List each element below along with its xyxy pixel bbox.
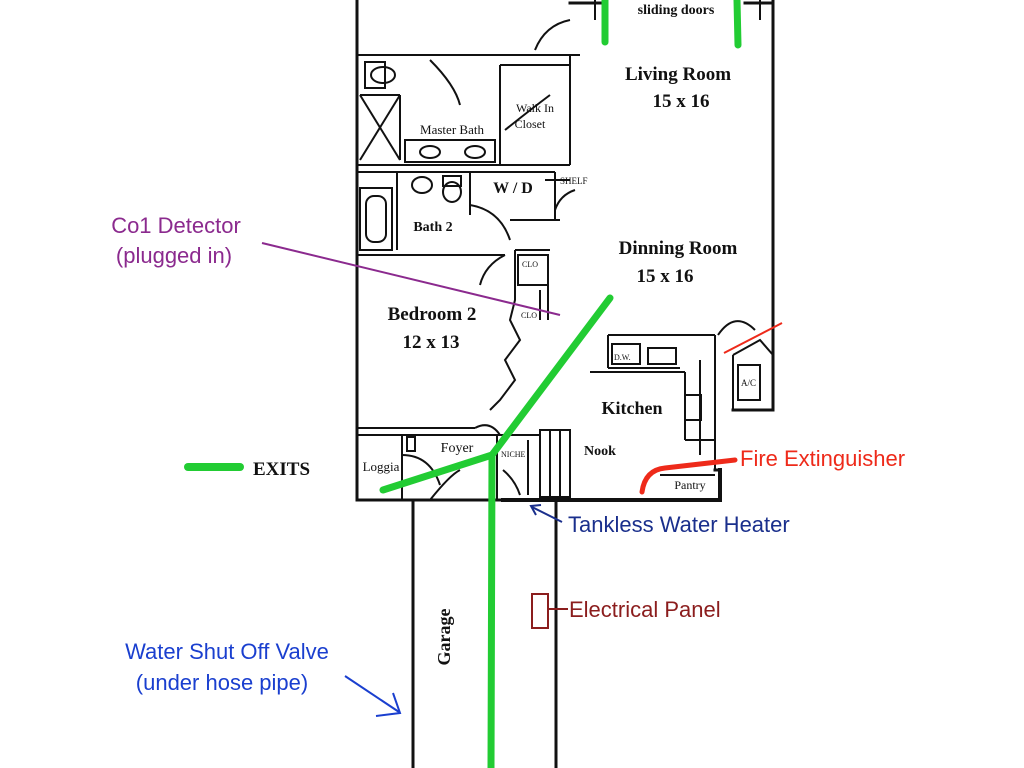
water-valve-callout: Water Shut Off Valve (under hose pipe) xyxy=(125,639,402,717)
walk-in-closet-label-line1: Walk In xyxy=(516,101,554,115)
a-c-red-marker xyxy=(723,322,783,354)
exit-paths xyxy=(379,0,742,768)
exit-sliding-door-right xyxy=(733,0,742,49)
bedroom2-label: Bedroom 2 xyxy=(388,304,477,325)
water-valve-arrow-head xyxy=(375,692,402,717)
water-valve-label-line2: (under hose pipe) xyxy=(136,670,308,695)
fire-extinguisher-marker xyxy=(639,457,738,495)
kitchen-label: Kitchen xyxy=(602,398,663,418)
master-bath-label: Master Bath xyxy=(420,122,484,137)
nook-label: Nook xyxy=(584,444,616,459)
water-valve-label-line1: Water Shut Off Valve xyxy=(125,639,329,664)
shelf-label: SHELF xyxy=(560,176,588,186)
dishwasher-label: D.W. xyxy=(614,353,631,362)
water-valve-arrow-shaft xyxy=(344,675,400,713)
interior-walls xyxy=(357,0,774,501)
exit-foyer-to-loggia xyxy=(379,451,496,494)
co-detector-callout: Co1 Detector (plugged in) xyxy=(111,213,561,316)
exits-legend: EXITS xyxy=(184,459,310,480)
garage-label: Garage xyxy=(434,609,454,666)
exit-foyer-to-garage xyxy=(487,451,496,768)
closet-upper-label: CLO xyxy=(522,260,538,269)
walk-in-closet-label-line2: Closet xyxy=(515,117,546,131)
garage-walls xyxy=(411,500,558,768)
tankless-water-heater-callout: Tankless Water Heater xyxy=(529,504,790,537)
fire-extinguisher-label: Fire Extinguisher xyxy=(740,446,905,471)
closet-lower-label: CLO xyxy=(521,311,537,320)
foyer-label: Foyer xyxy=(441,441,474,456)
fire-extinguisher-callout: Fire Extinguisher xyxy=(639,322,905,495)
tankless-water-heater-label: Tankless Water Heater xyxy=(568,512,790,537)
co-detector-label-line2: (plugged in) xyxy=(116,243,232,268)
dining-room-label: Dinning Room xyxy=(619,238,738,259)
water-heater-arrow-head xyxy=(529,504,542,516)
exit-dining-to-foyer xyxy=(488,294,614,459)
electrical-panel-symbol xyxy=(531,593,549,629)
electrical-panel-callout: Electrical Panel xyxy=(531,593,721,629)
loggia-label: Loggia xyxy=(363,459,400,474)
living-room-size: 15 x 16 xyxy=(653,91,710,112)
exits-legend-label: EXITS xyxy=(253,459,310,480)
exterior-walls xyxy=(355,0,775,502)
ac-label: A/C xyxy=(741,378,756,388)
pantry-label: Pantry xyxy=(674,478,705,492)
bath2-label: Bath 2 xyxy=(413,220,452,235)
niche-label: NICHE xyxy=(501,450,526,459)
washer-dryer-label: W / D xyxy=(493,180,533,197)
co-detector-leader-line xyxy=(261,242,561,316)
dining-room-size: 15 x 16 xyxy=(637,266,694,287)
co-detector-label-line1: Co1 Detector xyxy=(111,213,241,238)
bedroom2-size: 12 x 13 xyxy=(403,332,460,353)
electrical-panel-label: Electrical Panel xyxy=(569,597,721,622)
sliding-doors-label: sliding doors xyxy=(638,3,715,18)
living-room-label: Living Room xyxy=(625,64,731,85)
water-heater-arrow-shaft xyxy=(531,506,563,523)
